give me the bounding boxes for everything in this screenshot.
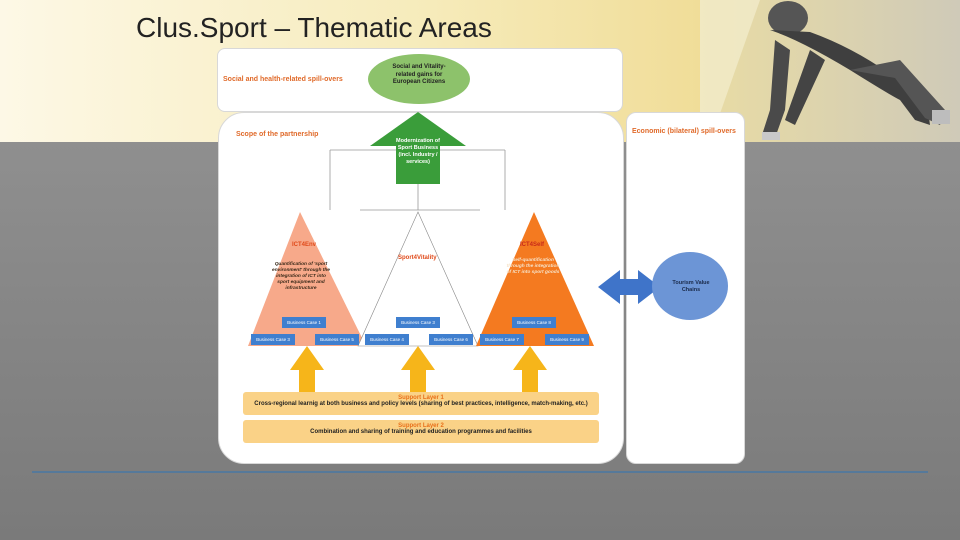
social-gains-text: Social and Vitality-related gains for Eu… [392,64,446,85]
scope-label: Scope of the partnership [236,131,319,138]
athlete-photo [700,0,960,142]
support-layer-1-title: Support Layer 1 [398,395,444,401]
tourism-text: Tourism Value Chains [672,280,710,293]
business-case-box: Business Case 3 [251,334,295,345]
bilateral-arrow [598,270,660,304]
business-case-box: Business Case 1 [282,317,326,328]
triangle-right-title: ICT4Self [520,242,545,248]
economic-label: Economic (bilateral) spill-overs [632,128,736,135]
business-case-box: Business Case 7 [480,334,524,345]
triangle-left [248,212,366,346]
business-case-box: Business Case 4 [365,334,409,345]
business-case-box: Business Case 6 [429,334,473,345]
yellow-arrow-left [290,346,324,392]
modernization-text: Modernization of Sport Business (incl. I… [396,138,440,165]
triangle-left-title: ICT4Env [292,242,317,248]
modernization-arrow [370,112,466,184]
triangle-left-desc: Quantification of 'sport environment' th… [272,262,330,291]
support-layer-1-desc: Cross-regional learnig at both business … [254,401,588,407]
slide-title: Clus.Sport – Thematic Areas [136,12,492,43]
social-gains-ellipse [368,54,470,104]
business-case-box: Business Case 8 [512,317,556,328]
triangle-right [476,212,594,346]
support-layer-2: Support Layer 2 Combination and sharing … [243,420,599,443]
support-layer-2-desc: Combination and sharing of training and … [310,429,532,435]
support-layer-2-title: Support Layer 2 [398,423,444,429]
triangle-right-desc: Self-quantification through the integrat… [506,258,560,275]
tourism-ellipse [652,252,728,320]
yellow-arrow-middle [401,346,435,392]
top-panel-label: Social and health-related spill-overs [223,76,343,83]
support-layer-1: Support Layer 1 Cross-regional learnig a… [243,392,599,415]
triangle-middle-title: Sport4Vitality [398,255,437,261]
yellow-arrow-right [513,346,547,392]
business-case-box: Business Case 5 [315,334,359,345]
business-case-box: Business Case 3 [396,317,440,328]
business-case-box: Business Case 9 [545,334,589,345]
